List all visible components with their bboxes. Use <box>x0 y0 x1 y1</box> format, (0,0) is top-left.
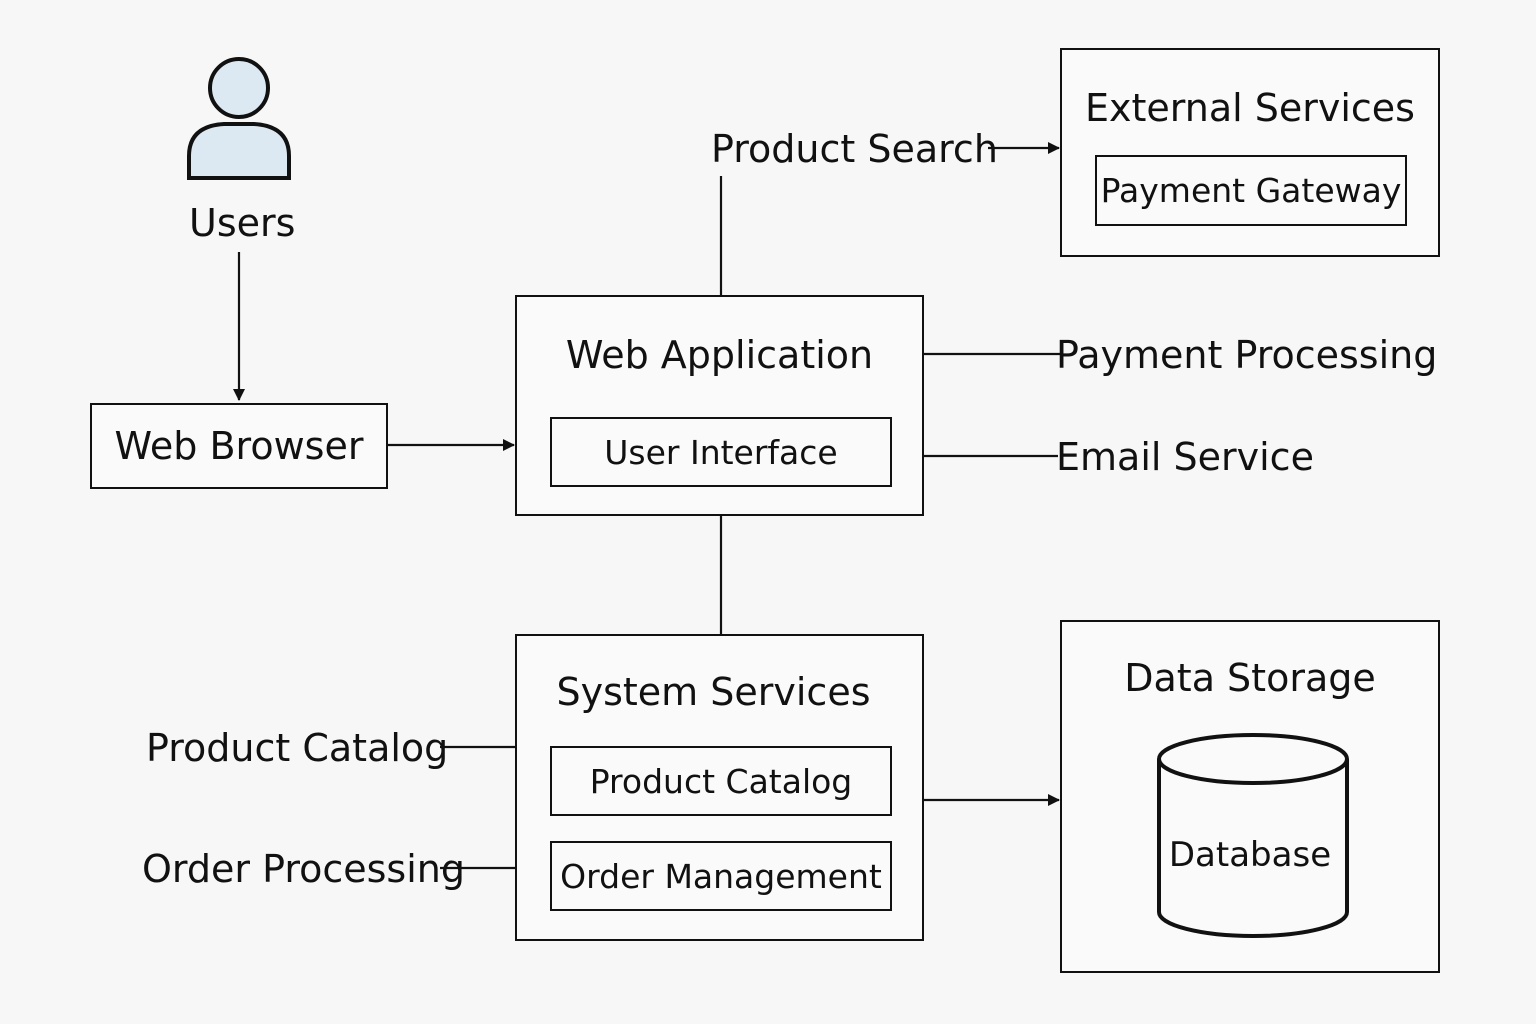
external-services-box[interactable]: External Services Payment Gateway <box>1060 48 1440 257</box>
web-browser-label: Web Browser <box>114 424 364 468</box>
database-label: Database <box>1168 835 1332 875</box>
user-icon <box>187 57 291 180</box>
database-cylinder-icon <box>1157 733 1349 938</box>
users-label: Users <box>189 201 296 245</box>
web-browser-box[interactable]: Web Browser <box>90 403 388 489</box>
email-service-label: Email Service <box>1056 435 1314 479</box>
product-catalog-label: Product Catalog <box>146 726 449 770</box>
system-services-title: System Services <box>556 670 871 714</box>
external-services-title: External Services <box>1085 86 1415 130</box>
web-application-box[interactable]: Web Application User Interface <box>515 295 924 516</box>
product-catalog-box[interactable]: Product Catalog <box>550 746 892 816</box>
system-services-box[interactable]: System Services Product Catalog Order Ma… <box>515 634 924 941</box>
web-application-title: Web Application <box>565 333 874 377</box>
data-storage-title: Data Storage <box>1124 656 1376 700</box>
user-interface-box[interactable]: User Interface <box>550 417 892 487</box>
data-storage-box[interactable]: Data Storage Database <box>1060 620 1440 973</box>
payment-gateway-box[interactable]: Payment Gateway <box>1095 155 1407 226</box>
order-management-box[interactable]: Order Management <box>550 841 892 911</box>
order-processing-label: Order Processing <box>142 847 465 891</box>
payment-processing-label: Payment Processing <box>1056 333 1438 377</box>
product-search-label: Product Search <box>711 127 998 171</box>
